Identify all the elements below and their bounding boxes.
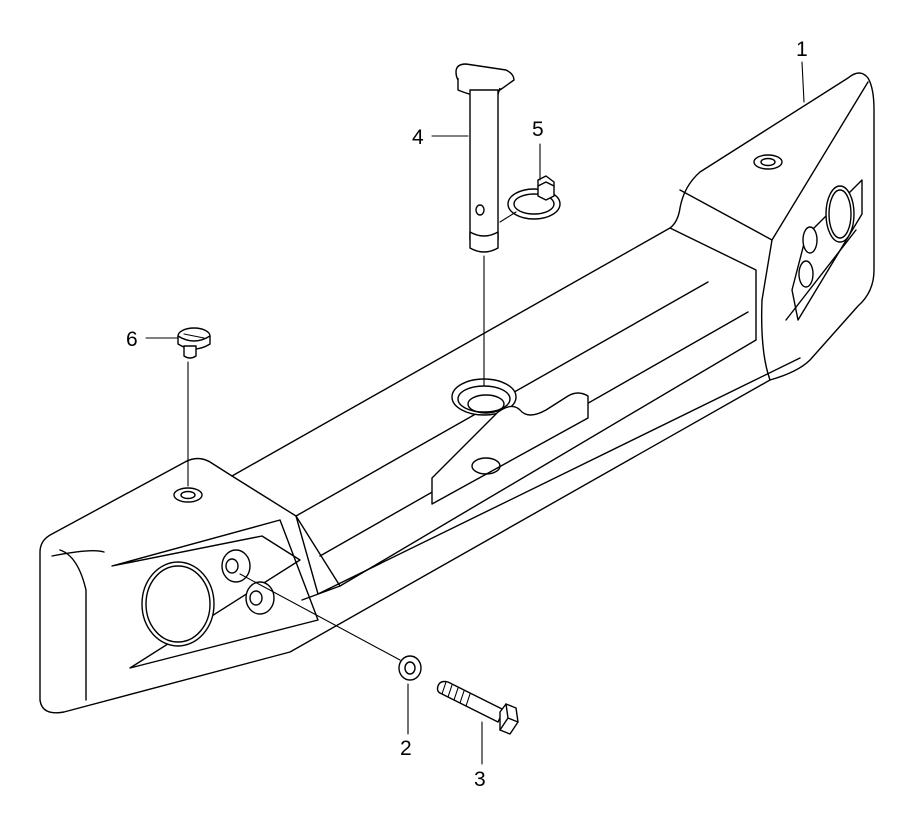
clip-leader-line [499,211,517,223]
bumper-ridge [669,227,757,341]
right-end-recess [791,179,863,321]
clip-tab [537,175,555,201]
callout-4: 4 [412,126,424,149]
pin-shaft [469,89,499,245]
callout-leaders [145,61,805,765]
callout-1: 1 [796,38,808,61]
right-face-large-hole [825,185,855,243]
part-5-clip [499,175,561,223]
left-end-face [59,549,87,701]
part-1-bumper [39,72,875,714]
callout-labels: 1 2 3 4 5 6 [126,38,808,791]
callout-5: 5 [532,118,544,141]
callout-2: 2 [400,737,412,760]
slot-hole [471,457,501,475]
bolt-shank [436,680,505,723]
right-face-hole-lower [798,260,814,288]
pin-cross-hole [475,204,485,216]
left-end-curve [51,549,105,557]
washer-leader-line [239,573,401,661]
bolt-threads [441,681,471,707]
callout-6: 6 [126,328,138,351]
pin-tip [469,231,499,253]
left-face-recess [111,519,319,669]
callout-3: 3 [474,768,486,791]
left-face-bolt-hole-lower [245,581,275,615]
right-top-small-hole [753,154,783,170]
channel-slot [431,392,589,505]
part-6-screw [177,327,211,487]
left-face-large-hole [141,561,215,647]
bumper-bottom-edge [295,357,801,601]
part-3-bolt [436,680,519,735]
screw-shank [183,345,197,359]
screw-slot [183,333,205,339]
leader-1 [801,61,805,103]
part-2-washer [239,573,422,681]
washer-outer [398,655,422,681]
clip-ring [507,188,561,220]
left-top-small-hole [173,487,203,503]
part-4-pin [455,63,515,387]
left-face-bolt-hole-upper [221,549,251,583]
right-face-hole-upper [802,226,818,254]
